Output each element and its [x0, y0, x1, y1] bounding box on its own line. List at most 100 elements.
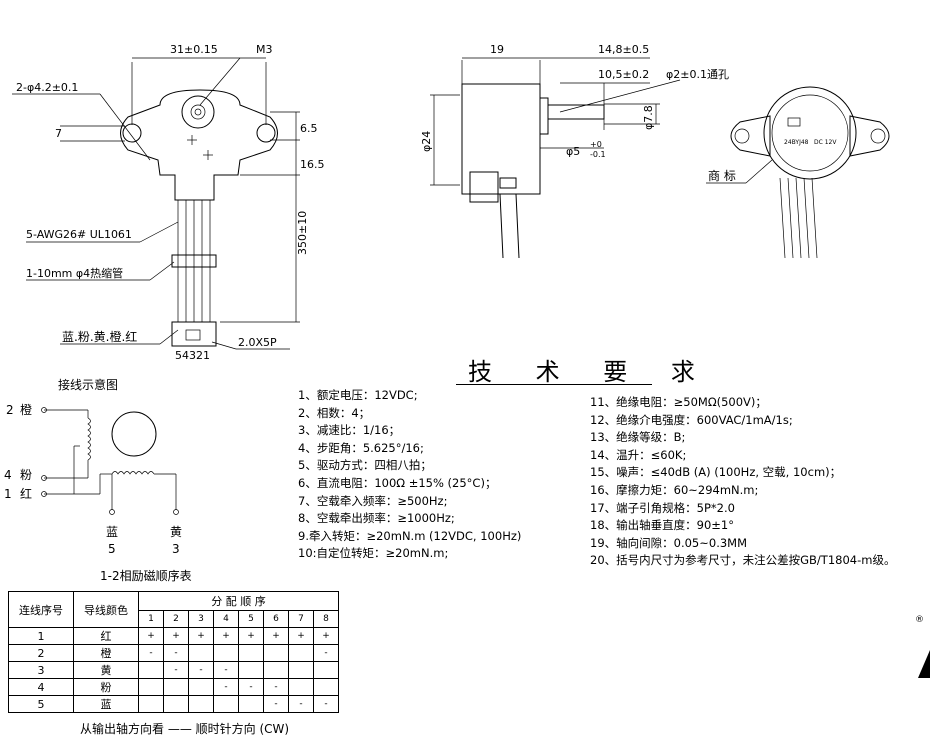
requirement-item: 12、绝缘介电强度：600VAC/1mA/1s;: [590, 412, 793, 427]
label-sleeve: 1-10mm φ4热缩管: [26, 266, 123, 280]
requirement-item: 16、摩擦力矩：60~294mN.m;: [590, 482, 759, 497]
table-row: 1 红 + + + + + + + +: [8, 627, 339, 645]
step-header: 8: [313, 610, 339, 628]
label-colors: 蓝.粉.黄.橙.红: [62, 329, 137, 344]
label-connector: 2.0X5P: [238, 336, 277, 349]
requirement-item: 10:自定位转矩：≥20mN.m;: [298, 546, 449, 561]
step-cell: -: [163, 661, 189, 679]
requirements-title-underline: [456, 384, 652, 385]
step-header: 6: [263, 610, 289, 628]
row-index: 1: [8, 627, 74, 645]
step-cell: [188, 644, 214, 662]
step-cell: [188, 695, 214, 713]
requirement-item: 7、空载牵入频率：≥500Hz;: [298, 493, 448, 508]
requirement-item: 17、端子引角规格：5P*2.0: [590, 500, 735, 515]
step-cell: -: [263, 678, 289, 696]
dim-shaft-tol-lower: -0.1: [590, 150, 606, 159]
side-view: 19 14,8±0.5 10,5±0.2 φ2±0.1通孔 φ24 φ7.8 φ…: [420, 43, 729, 259]
step-cell: -: [188, 661, 214, 679]
step-cell: -: [288, 695, 314, 713]
header-group: 分 配 顺 序: [138, 591, 339, 611]
requirement-item: 8、空载牵出频率：≥1000Hz;: [298, 511, 455, 526]
step-header: 5: [238, 610, 264, 628]
step-header: 2: [163, 610, 189, 628]
label-view: 24BYJ48 DC 12V 商 标: [706, 86, 890, 259]
dim-24: φ24: [420, 131, 433, 152]
step-cell: [138, 661, 164, 679]
step-cell: [313, 678, 339, 696]
wire-color-yellow: 黄: [170, 525, 182, 539]
step-header: 1: [138, 610, 164, 628]
requirements-column-2: 11、绝缘电阻：≥50MΩ(500V)； 12、绝缘介电强度：600VAC/1m…: [590, 394, 895, 570]
corner-arrow: [918, 650, 930, 678]
header-color: 导线颜色: [73, 591, 139, 628]
rotation-note: 从输出轴方向看 —— 顺时针方向 (CW): [80, 722, 290, 736]
row-index: 4: [8, 678, 74, 696]
wire-num-1: 1: [4, 487, 12, 501]
step-cell: +: [163, 627, 189, 645]
step-cell: -: [163, 644, 189, 662]
step-cell: [138, 695, 164, 713]
step-cell: [163, 695, 189, 713]
dim-7: 7: [55, 127, 62, 140]
wire-color-pink: 粉: [20, 468, 32, 482]
step-cell: [263, 661, 289, 679]
step-cell: +: [188, 627, 214, 645]
table-row: 4 粉 - - -: [8, 678, 339, 696]
dim-holes: 2-φ4.2±0.1: [16, 81, 78, 94]
wire-num-4: 4: [4, 468, 12, 482]
table-row: 2 橙 - - -: [8, 644, 339, 662]
connector: [171, 321, 217, 347]
wire-color-orange: 橙: [20, 402, 32, 417]
dim-width: 31±0.15: [170, 43, 218, 56]
sequence-table-caption: 1-2相励磁顺序表: [100, 569, 192, 583]
requirements-title: 技 术 要 求: [468, 358, 713, 386]
requirement-item: 6、直流电阻：100Ω ±15% (25°C)；: [298, 475, 497, 490]
plate-model: 24BYJ48: [784, 139, 809, 146]
requirement-item: 15、噪声：≤40dB (A) (100Hz, 空载, 10cm)；: [590, 465, 842, 480]
step-cell: [288, 644, 314, 662]
requirement-item: 14、温升：≤60K;: [590, 447, 687, 462]
step-header: 3: [188, 610, 214, 628]
step-cell: -: [263, 695, 289, 713]
step-header: 4: [213, 610, 239, 628]
requirement-item: 13、绝缘等级：B;: [590, 430, 686, 445]
label-pins: 54321: [175, 349, 210, 362]
step-cell: [213, 644, 239, 662]
step-cell: [263, 644, 289, 662]
step-cell: -: [138, 644, 164, 662]
wire-num-2: 2: [6, 403, 14, 417]
wire-bundle: [171, 200, 217, 322]
wiring-diagram: 2 橙 4 粉 1 红 蓝 5 黄 3: [4, 402, 182, 556]
step-cell: [288, 661, 314, 679]
step-cell: [238, 661, 264, 679]
wire-num-3: 3: [172, 542, 180, 556]
step-cell: +: [213, 627, 239, 645]
dim-19: 19: [490, 43, 504, 56]
step-cell: +: [313, 627, 339, 645]
trademark-label: 商 标: [708, 168, 736, 183]
requirement-item: 3、减速比：1/16；: [298, 423, 401, 438]
table-row: 3 黄 - - -: [8, 661, 339, 679]
requirement-item: 19、轴向间隙：0.05~0.3MM: [590, 535, 748, 550]
requirement-item: 18、输出轴垂直度：90±1°: [590, 518, 734, 533]
header-index: 连线序号: [8, 591, 74, 628]
step-header: 7: [288, 610, 314, 628]
requirement-item: 4、步距角：5.625°/16;: [298, 440, 424, 455]
wire-color-red: 红: [20, 486, 32, 501]
wire-num-5: 5: [108, 542, 116, 556]
requirement-item: 11、绝缘电阻：≥50MΩ(500V)；: [590, 395, 767, 409]
step-cell: [288, 678, 314, 696]
row-index: 5: [8, 695, 74, 713]
step-cell: [163, 678, 189, 696]
step-cell: +: [238, 627, 264, 645]
motor-rotor-symbol: [111, 411, 157, 457]
wire-color-blue: 蓝: [106, 525, 118, 539]
dim-16-5: 16.5: [300, 158, 325, 171]
step-cell: -: [313, 644, 339, 662]
step-cell: [313, 661, 339, 679]
step-cell: +: [263, 627, 289, 645]
row-index: 2: [8, 644, 74, 662]
row-color: 橙: [73, 644, 139, 662]
label-wire: 5-AWG26# UL1061: [26, 228, 132, 241]
